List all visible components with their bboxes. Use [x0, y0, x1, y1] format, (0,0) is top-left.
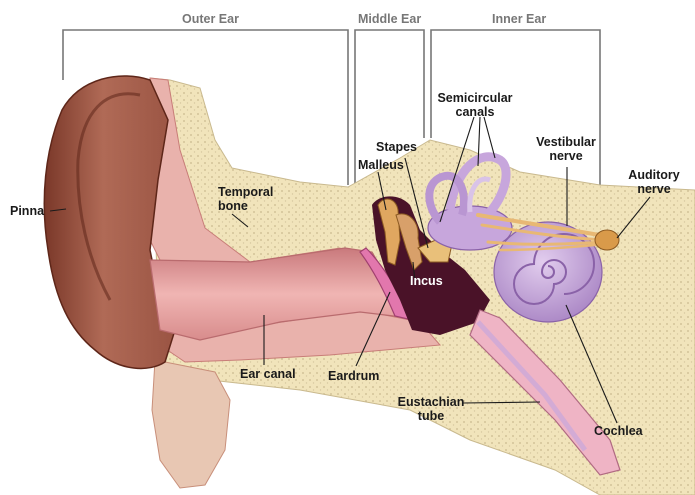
section-brackets [62, 29, 601, 185]
label-temporal-bone-line1: Temporal [218, 185, 274, 199]
middle-ear-bracket [354, 29, 425, 185]
label-temporal-bone-line2: bone [218, 199, 248, 213]
label-semicircular-canals-line2: canals [455, 105, 495, 119]
label-temporal-bone: Temporal bone [218, 185, 273, 213]
ear-canal-shape [149, 247, 412, 341]
label-stapes: Stapes [376, 140, 417, 154]
label-eustachian-tube-line2: tube [417, 409, 445, 423]
pinna-helix-fold [76, 92, 141, 301]
incus-bone [395, 213, 423, 271]
label-vestibular-nerve-line1: Vestibular [536, 135, 596, 149]
semicircular-canal-posterior [467, 176, 491, 213]
eustachian-tube-lining [476, 320, 588, 452]
inner-ear-bracket [430, 29, 601, 185]
ear-lobe-tissue [151, 359, 231, 489]
label-vestibular-nerve: Vestibular nerve [531, 135, 601, 163]
label-vestibular-nerve-line2: nerve [549, 149, 583, 163]
section-inner-ear: Inner Ear [492, 12, 547, 26]
outer-ear-bracket [62, 29, 349, 185]
eardrum-shape [359, 247, 414, 321]
section-middle-ear: Middle Ear [358, 12, 422, 26]
label-cochlea: Cochlea [594, 424, 643, 438]
label-eustachian-tube: Eustachian tube [396, 395, 466, 423]
label-auditory-nerve-line2: nerve [637, 182, 671, 196]
auditory-nerve-bundle [594, 229, 620, 251]
label-eardrum: Eardrum [328, 369, 380, 383]
label-eustachian-tube-line1: Eustachian [397, 395, 465, 409]
label-ear-canal: Ear canal [240, 367, 296, 381]
vestibulocochlear-nerve [476, 213, 607, 252]
cochlea-shape [493, 221, 603, 323]
section-outer-ear: Outer Ear [182, 12, 239, 26]
label-auditory-nerve: Auditory nerve [625, 168, 683, 196]
semicircular-canal-lateral [425, 171, 468, 225]
malleus-bone [377, 198, 401, 266]
leader-lines [49, 116, 651, 424]
label-incus: Incus [410, 274, 443, 288]
label-pinna: Pinna [10, 204, 45, 218]
label-semicircular-canals-line1: Semicircular [437, 91, 513, 105]
label-semicircular-canals: Semicircular canals [437, 91, 513, 119]
label-auditory-nerve-line1: Auditory [628, 168, 680, 182]
label-malleus: Malleus [358, 158, 404, 172]
pinna-shape [43, 75, 176, 370]
